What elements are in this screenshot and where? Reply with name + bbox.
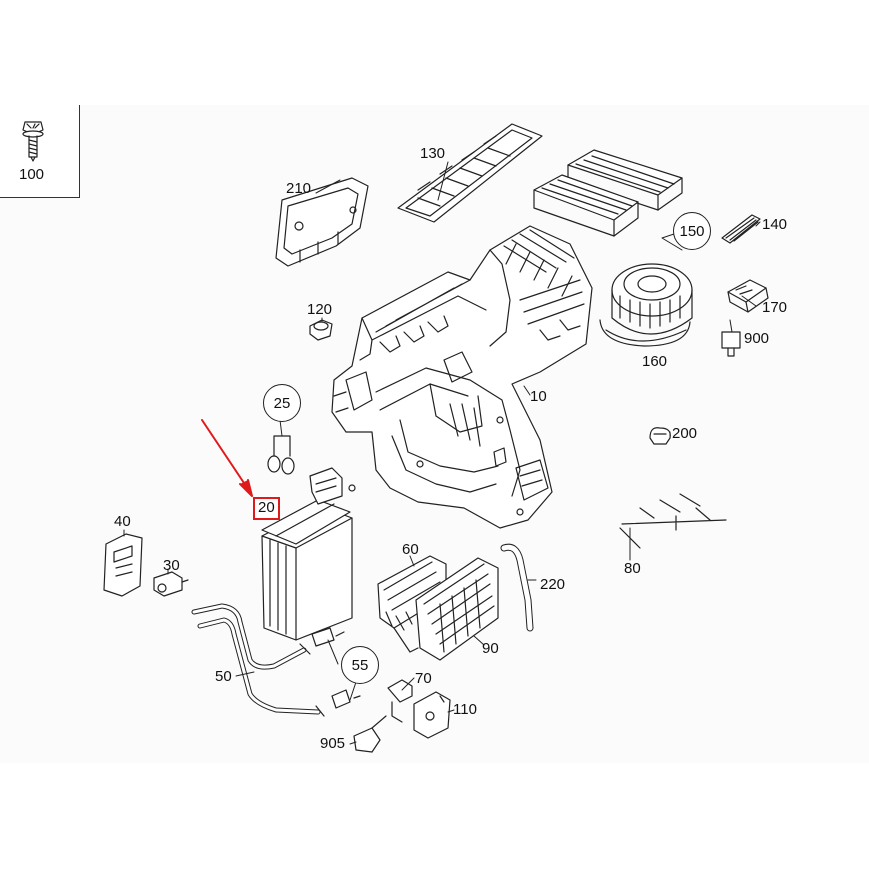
grommet-120 <box>309 319 333 341</box>
part-label-220: 220 <box>540 576 566 593</box>
part-label-170: 170 <box>762 299 788 316</box>
part-label-210: 210 <box>286 180 312 197</box>
heater-core-60 <box>377 555 447 653</box>
actuator-110 <box>413 691 451 739</box>
evaporator-20 <box>261 467 356 641</box>
resistor-170 <box>727 279 769 313</box>
aux-heater-90 <box>415 557 499 661</box>
part-label-900: 900 <box>744 330 770 347</box>
part-label-140: 140 <box>762 216 788 233</box>
o-rings-25 <box>267 435 295 475</box>
part-label-130: 130 <box>420 145 446 162</box>
hvac-housing-10 <box>331 225 593 529</box>
plug-905 <box>353 715 387 753</box>
blower-motor-160 <box>599 263 693 347</box>
part-label-150: 150 <box>673 212 711 250</box>
actuator-70 <box>387 679 413 723</box>
part-label-10: 10 <box>530 388 547 405</box>
part-label-60: 60 <box>402 541 419 558</box>
seal-210 <box>275 177 369 267</box>
part-label-120: 120 <box>307 301 333 318</box>
highlight-arrow <box>201 419 253 497</box>
part-label-25: 25 <box>263 384 301 422</box>
part-label-110: 110 <box>453 701 477 718</box>
part-label-30: 30 <box>163 557 180 574</box>
control-panel-40 <box>103 533 143 597</box>
part-label-55: 55 <box>341 646 379 684</box>
small-filter-140 <box>721 214 761 244</box>
part-label-160: 160 <box>642 353 668 370</box>
fittings-55 <box>311 627 361 709</box>
drain-hose-220 <box>500 543 534 632</box>
part-label-905: 905 <box>320 735 346 752</box>
part-label-100: 100 <box>19 166 45 183</box>
part-label-70: 70 <box>415 670 432 687</box>
clip-200 <box>649 427 671 445</box>
connector-900 <box>721 331 741 357</box>
part-label-90: 90 <box>482 640 499 657</box>
cabin-filter-150 <box>533 149 683 237</box>
bolt-icon <box>22 121 44 162</box>
part-label-80: 80 <box>624 560 641 577</box>
bolt-legend-box <box>0 105 80 198</box>
gasket-frame-130 <box>397 123 543 223</box>
refrigerant-pipes-50 <box>191 603 325 717</box>
part-label-200: 200 <box>672 425 698 442</box>
wiring-harness-80 <box>619 493 727 549</box>
part-label-40: 40 <box>114 513 131 530</box>
sensor-30 <box>153 571 189 597</box>
part-label-50: 50 <box>215 668 232 685</box>
part-label-20-highlighted: 20 <box>253 497 280 520</box>
